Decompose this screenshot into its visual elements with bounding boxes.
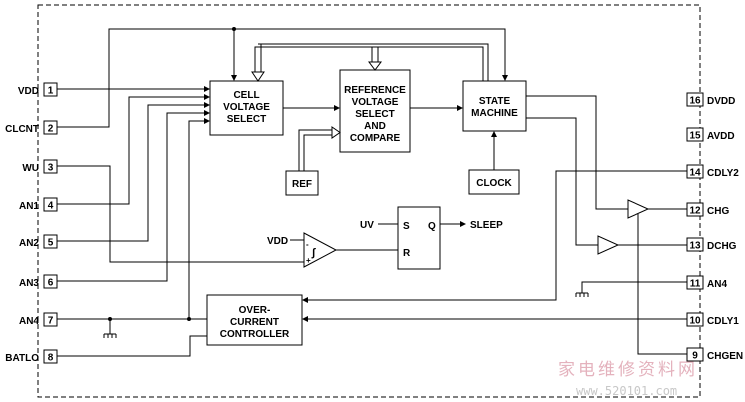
pin-label: CLCNT (5, 124, 39, 135)
comparator-minus: - (306, 240, 309, 249)
pin-number: 9 (692, 351, 698, 362)
svg-text:R: R (403, 248, 411, 259)
uv-label: UV (360, 220, 374, 231)
svg-text:CLOCK: CLOCK (476, 178, 512, 189)
pin-number: 15 (689, 131, 701, 142)
watermark-url: www.520101.com (576, 384, 677, 398)
wake-up-comparator: ∫ - + (303, 232, 338, 268)
pin-chg: 12 CHG (686, 202, 729, 217)
pin-label: CHG (707, 206, 729, 217)
pin-dvdd: 16 DVDD (686, 92, 735, 107)
chip-outline (37, 4, 701, 398)
svg-text:VOLTAGE: VOLTAGE (352, 97, 399, 108)
svg-text:REF: REF (292, 179, 312, 190)
svg-text:STATE: STATE (479, 96, 511, 107)
pin-number: 7 (48, 316, 54, 327)
pin-number: 8 (48, 353, 54, 364)
dchg-buffer (597, 235, 620, 255)
pin-number: 16 (689, 96, 701, 107)
pin-label: AN3 (19, 278, 39, 289)
pin-label: AN4 (707, 279, 727, 290)
pin-label: AN1 (19, 201, 39, 212)
svg-text:COMPARE: COMPARE (350, 133, 401, 144)
pin-label: DCHG (707, 241, 737, 252)
pin-number: 1 (48, 86, 54, 97)
pin-cdly2: 14 CDLY2 (686, 164, 739, 179)
ref-block: REF (285, 170, 319, 196)
sleep-arrow (460, 221, 466, 227)
pin-label: BATLO (5, 353, 39, 364)
pin-an3: AN3 6 (19, 274, 58, 289)
pin-an2: AN2 5 (19, 234, 58, 249)
sleep-label: SLEEP (470, 220, 503, 231)
pin-clcnt: CLCNT 2 (5, 120, 58, 135)
pin-an4-right: 11 AN4 (686, 275, 727, 290)
watermark-chinese: 家电维修资料网 (558, 360, 698, 380)
svg-text:SELECT: SELECT (355, 109, 394, 120)
pin-label: CHGEN (707, 351, 743, 362)
pin-number: 3 (48, 163, 54, 174)
pin-number: 14 (689, 168, 701, 179)
pin-vdd: VDD 1 (18, 82, 58, 97)
clock-block: CLOCK (468, 169, 520, 195)
svg-text:CURRENT: CURRENT (230, 317, 279, 328)
svg-text:REFERENCE: REFERENCE (344, 85, 406, 96)
comparator-plus: + (306, 256, 311, 265)
pin-an1: AN1 4 (19, 197, 58, 212)
pin-avdd: 15 AVDD (686, 127, 735, 142)
svg-text:SELECT: SELECT (227, 114, 266, 125)
pin-number: 2 (48, 124, 54, 135)
pin-batlo: BATLO 8 (5, 349, 58, 364)
svg-text:AND: AND (364, 121, 386, 132)
pin-label: DVDD (707, 96, 735, 107)
svg-text:S: S (403, 221, 410, 232)
pin-label: VDD (18, 86, 39, 97)
pin-label: AVDD (707, 131, 735, 142)
pin-label: CDLY1 (707, 316, 739, 327)
svg-text:CELL: CELL (233, 90, 259, 101)
sr-latch: S R Q (397, 206, 441, 270)
svg-text:CONTROLLER: CONTROLLER (220, 329, 290, 340)
pin-number: 4 (48, 201, 54, 212)
pin-dchg: 13 DCHG (686, 237, 737, 252)
svg-text:MACHINE: MACHINE (471, 108, 518, 119)
state-machine-block: STATE MACHINE (462, 80, 527, 132)
pin-number: 10 (689, 316, 701, 327)
pin-label: AN4 (19, 316, 39, 327)
svg-text:OVER-: OVER- (239, 305, 271, 316)
svg-text:Q: Q (428, 221, 436, 232)
comparator-vdd-label: VDD (267, 236, 288, 247)
cell-voltage-select-block: CELL VOLTAGE SELECT (209, 80, 284, 136)
pin-label: AN2 (19, 238, 39, 249)
pin-number: 11 (690, 279, 701, 290)
pin-number: 12 (689, 206, 701, 217)
reference-voltage-block: REFERENCE VOLTAGE SELECT AND COMPARE (339, 69, 411, 153)
wires (57, 27, 687, 357)
pin-wu: WU 3 (22, 159, 58, 174)
pin-number: 6 (48, 278, 54, 289)
pin-number: 13 (689, 241, 701, 252)
pin-number: 5 (48, 238, 54, 249)
pin-cdly1: 10 CDLY1 (686, 312, 739, 327)
pin-label: WU (22, 163, 39, 174)
overcurrent-controller-block: OVER- CURRENT CONTROLLER (206, 294, 303, 346)
pin-an4-left: AN4 7 (19, 312, 58, 327)
hysteresis-symbol: ∫ (311, 247, 316, 259)
svg-text:VOLTAGE: VOLTAGE (223, 102, 270, 113)
pin-label: CDLY2 (707, 168, 739, 179)
